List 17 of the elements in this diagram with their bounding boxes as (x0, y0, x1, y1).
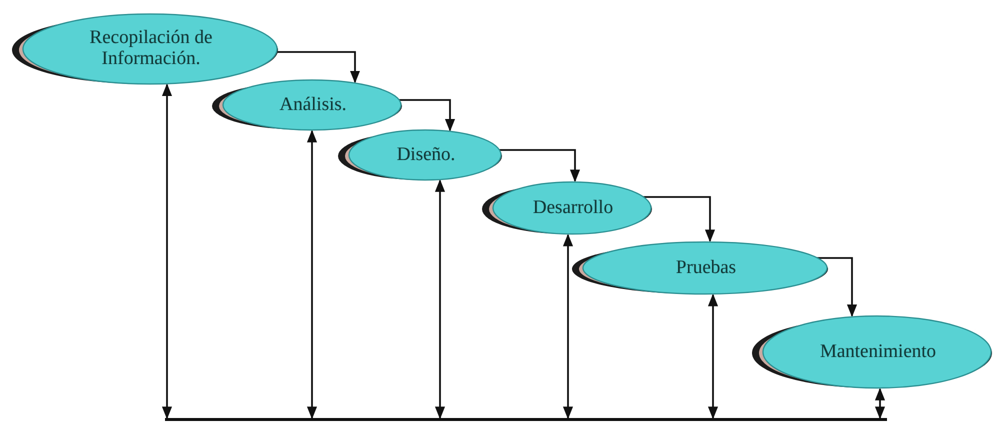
baseline-bar (165, 418, 887, 421)
arrow (874, 388, 886, 420)
arrow (816, 257, 858, 318)
phase-label: Análisis. (278, 94, 347, 116)
arrow (306, 130, 318, 420)
arrow (708, 294, 718, 420)
arrow (162, 83, 172, 420)
phase-label: Recopilación de Información. (88, 28, 214, 70)
arrow (397, 99, 456, 132)
phase-label: Pruebas (674, 258, 736, 278)
arrow (562, 234, 574, 420)
arrow (497, 149, 580, 182)
phase-label: Desarrollo (532, 198, 614, 218)
arrow (642, 196, 716, 242)
phase-label: Mantenimiento (818, 342, 936, 362)
phase-label: Diseño. (396, 144, 456, 166)
arrow (434, 179, 446, 420)
